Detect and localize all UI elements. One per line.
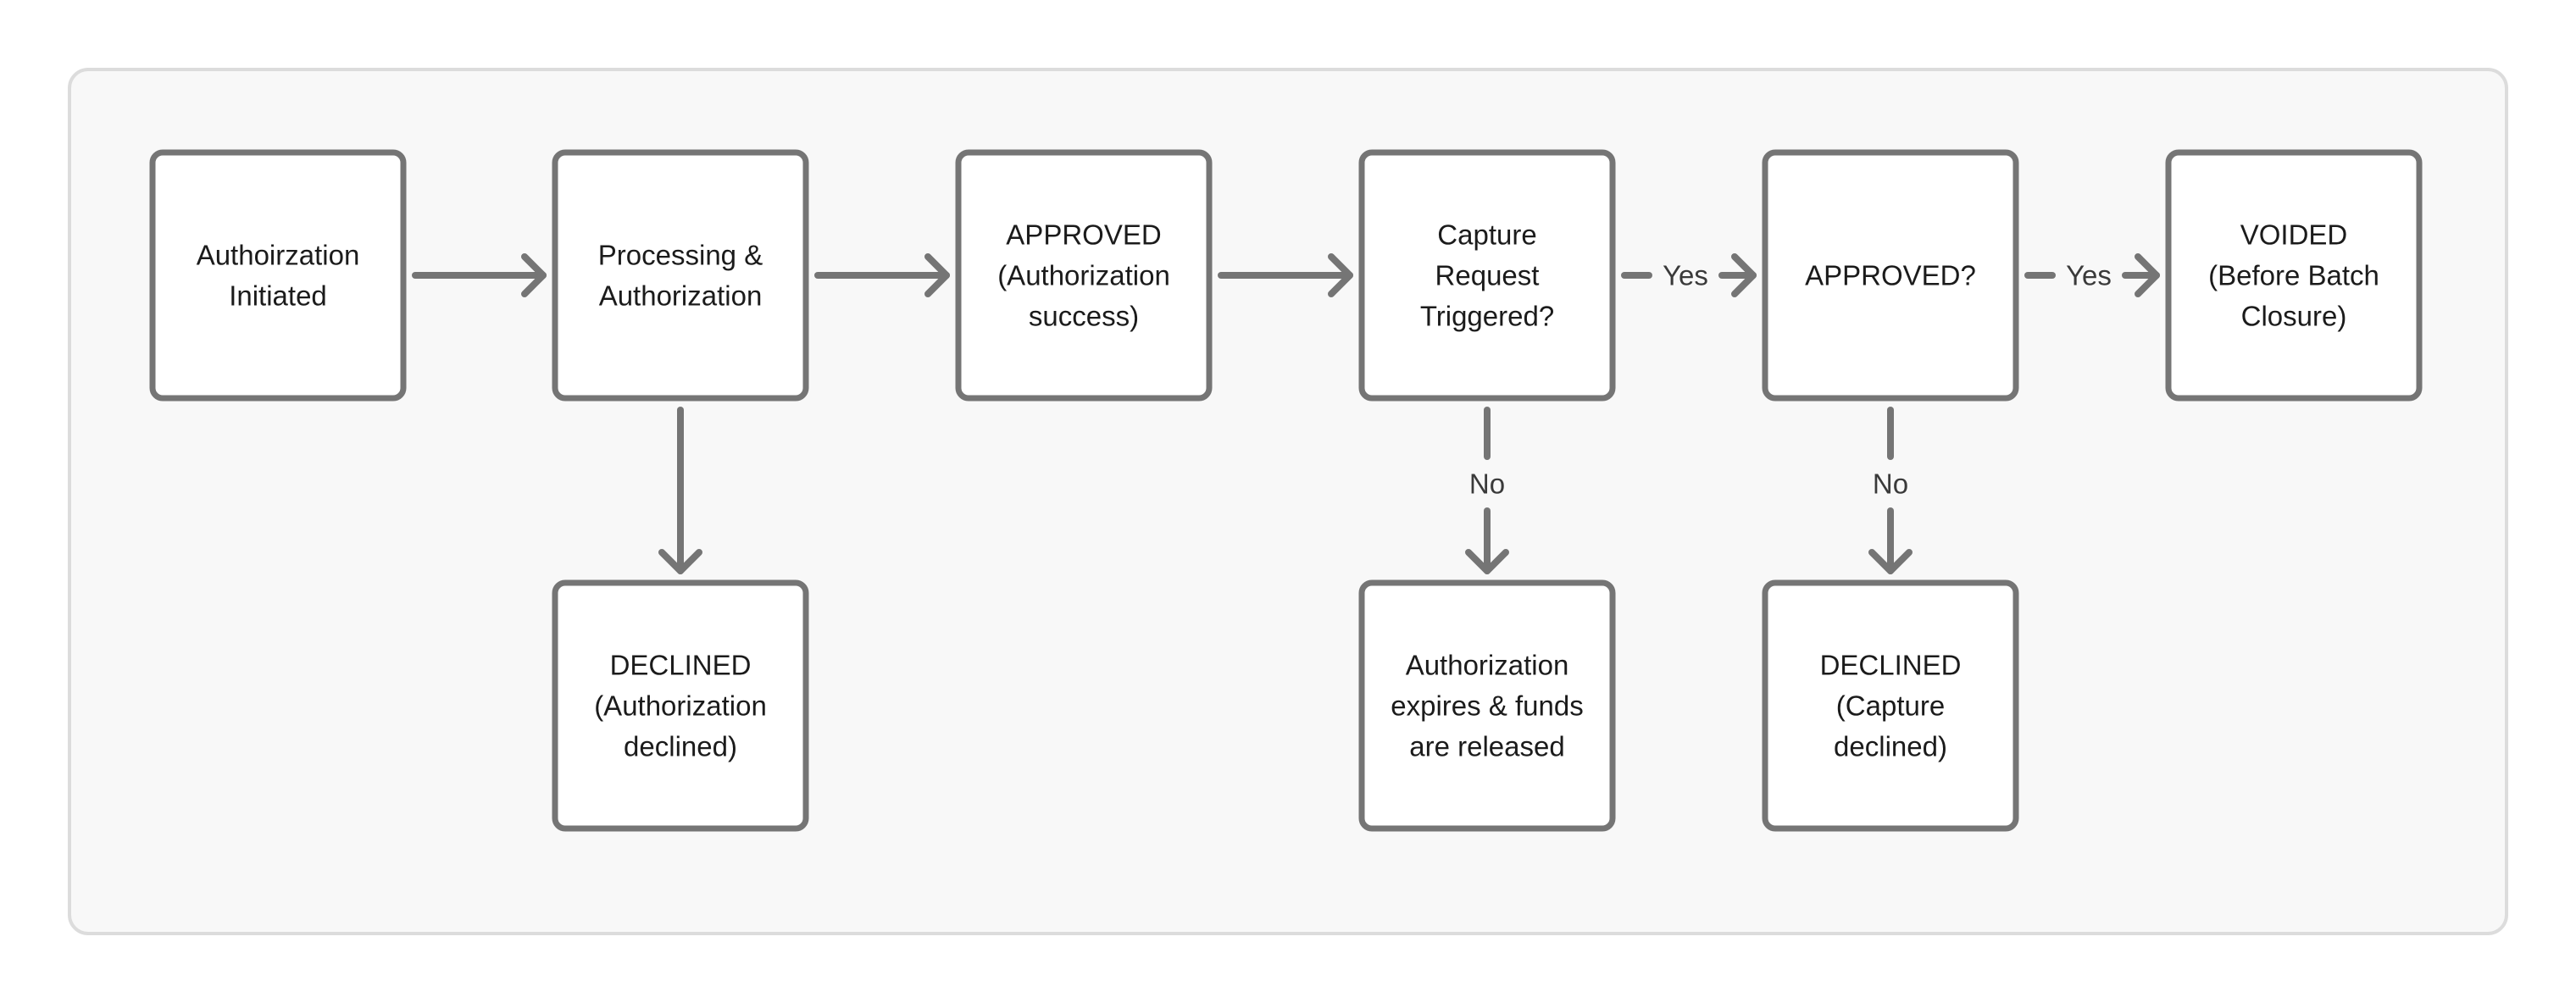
node-label-line: Initiated (229, 280, 327, 312)
arrow-head-icon (924, 253, 950, 297)
node-box (2165, 149, 2423, 402)
node-approved-question: APPROVED? (1762, 149, 2019, 402)
node-label-line: VOIDED (2240, 219, 2348, 251)
node-box (149, 149, 407, 402)
node-label-line: (Authorization (594, 690, 767, 722)
node-label-line: DECLINED (610, 650, 752, 681)
node-approved-auth: APPROVED (Authorization success) (955, 149, 1213, 402)
edge-label: Yes (1663, 260, 1708, 291)
node-label-line: Processing & (598, 240, 763, 271)
edge-approved-question-to-voided: Yes (2024, 253, 2160, 297)
arrow-head-icon (658, 549, 702, 574)
node-declined-auth: DECLINED (Authorization declined) (552, 579, 809, 832)
node-auth-expires: Authorization expires & funds are released (1358, 579, 1616, 832)
node-label-line: APPROVED? (1805, 260, 1976, 291)
node-box (1358, 149, 1616, 402)
node-label-line: success) (1029, 301, 1139, 332)
node-label-line: Request (1435, 260, 1540, 291)
node-label-line: (Before Batch (2208, 260, 2379, 291)
diagram-panel (68, 68, 2508, 935)
node-label-line: Triggered? (1420, 301, 1554, 332)
node-box (1358, 579, 1616, 832)
node-label-line: (Capture (1836, 690, 1945, 722)
edge-processing-to-approved-auth (814, 253, 950, 297)
node-label-line: Closure) (2241, 301, 2347, 332)
node-box (955, 149, 1213, 402)
node-label-line: Authorization (1406, 650, 1569, 681)
node-label-line: expires & funds (1391, 690, 1583, 722)
edge-approved-auth-to-capture-request (1218, 253, 1353, 297)
node-label-line: (Authorization (997, 260, 1170, 291)
node-box (1762, 149, 2019, 402)
node-box (552, 149, 809, 402)
node-label-line: Authorization (599, 280, 763, 312)
edge-label: No (1873, 468, 1908, 500)
node-label-line: Capture (1437, 219, 1536, 251)
edge-capture-request-to-approved-question: Yes (1621, 253, 1757, 297)
arrow-head-icon (1868, 549, 1913, 574)
arrow-head-icon (521, 253, 547, 297)
node-label-line: declined) (1834, 731, 1947, 762)
arrow-head-icon (1328, 253, 1353, 297)
arrow-head-icon (2135, 253, 2160, 297)
node-processing: Processing & Authorization (552, 149, 809, 402)
node-declined-capture: DECLINED (Capture declined) (1762, 579, 2019, 832)
node-label-line: are released (1409, 731, 1564, 762)
edge-label: Yes (2066, 260, 2112, 291)
edge-label: No (1469, 468, 1505, 500)
node-box (1762, 579, 2019, 832)
edge-approved-question-to-declined-capture: No (1868, 407, 1913, 574)
edge-capture-request-to-auth-expires: No (1465, 407, 1509, 574)
arrow-head-icon (1731, 253, 1757, 297)
node-label-line: DECLINED (1820, 650, 1962, 681)
node-box (552, 579, 809, 832)
node-label-line: APPROVED (1006, 219, 1161, 251)
arrow-head-icon (1465, 549, 1509, 574)
node-label-line: Authoirzation (197, 240, 360, 271)
edge-processing-to-declined-auth (658, 407, 702, 574)
node-label-line: declined) (624, 731, 737, 762)
edge-auth-initiated-to-processing (412, 253, 547, 297)
